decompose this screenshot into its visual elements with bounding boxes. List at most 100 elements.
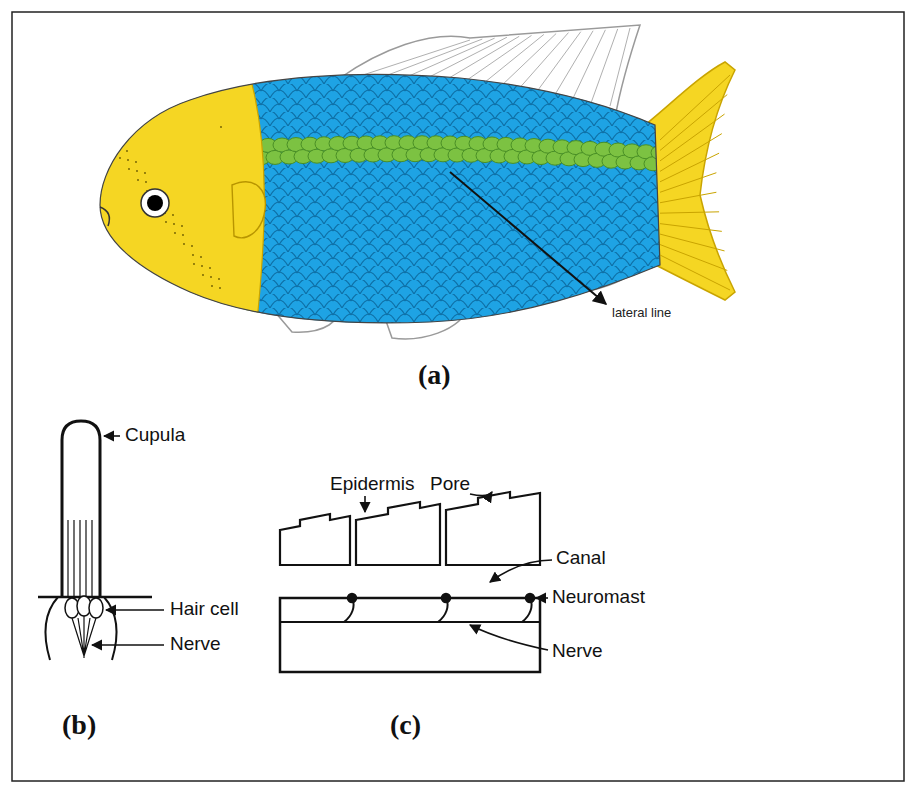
tail-rays	[660, 224, 722, 232]
frame	[12, 12, 904, 781]
leader-arrows	[364, 496, 366, 512]
head-dots	[110, 146, 112, 148]
head-dots	[145, 181, 147, 183]
leader-arrows	[470, 625, 548, 650]
head-dots	[191, 245, 193, 247]
tail-rays	[660, 75, 730, 290]
part-label: Cupula	[125, 425, 185, 446]
fin-rays	[360, 40, 470, 76]
part-label: lateral line	[612, 306, 671, 320]
canal-drawing	[280, 621, 540, 623]
neuromast-drawing	[79, 520, 80, 598]
head-dots	[220, 126, 222, 128]
head-dots	[119, 157, 121, 159]
tail-rays	[660, 192, 716, 202]
fish-body	[90, 60, 676, 340]
panel-label: (c)	[390, 710, 421, 741]
neuromast-drawing	[73, 520, 74, 598]
part-label: Nerve	[170, 634, 221, 655]
leader-arrows	[104, 435, 120, 437]
tail-rays	[660, 212, 719, 213]
tail-rays	[660, 173, 716, 193]
tail-rays	[660, 255, 730, 290]
canal-drawing	[344, 598, 532, 622]
canal-drawing	[356, 502, 440, 565]
part-label: Canal	[556, 548, 606, 569]
leader-arrows	[92, 436, 164, 645]
fin-rays	[379, 39, 482, 78]
head-dots	[202, 274, 204, 276]
lateral-line-scales	[651, 146, 669, 160]
leader-arrows	[106, 609, 164, 611]
tail-rays	[660, 95, 727, 151]
eye	[141, 189, 169, 217]
neuromast-drawing	[91, 520, 92, 598]
tail-rays	[660, 134, 722, 172]
head-dots	[165, 221, 167, 223]
lateral-line-scales	[231, 136, 676, 172]
head-dots	[135, 161, 137, 163]
canal-drawing	[280, 598, 540, 672]
head-dots	[137, 179, 139, 181]
head-dots	[107, 119, 109, 121]
lateral-line-scales	[644, 157, 662, 171]
head-dots	[173, 223, 175, 225]
tail-rays	[660, 245, 727, 271]
part-label: Nerve	[552, 641, 603, 662]
neuromast-drawing	[85, 520, 86, 598]
leader-arrows	[536, 597, 548, 599]
head-dots	[219, 287, 221, 289]
canal-drawing	[526, 594, 534, 602]
head-dots	[128, 168, 130, 170]
tail-rays	[660, 153, 719, 182]
head-dots	[201, 265, 203, 267]
fish-body	[90, 60, 670, 340]
leader-arrows	[365, 492, 552, 650]
body-outline	[100, 74, 660, 322]
part-label: Neuromast	[552, 587, 645, 608]
canal-drawing	[348, 594, 356, 602]
head-dots	[117, 139, 119, 141]
fin-rays	[610, 28, 630, 106]
head-dots	[109, 137, 111, 139]
fin-rays	[572, 30, 606, 102]
head-dots	[211, 285, 213, 287]
head-dots	[209, 267, 211, 269]
lateral-line-scales	[658, 158, 676, 172]
head-dots	[118, 148, 120, 150]
canal-drawing	[280, 514, 350, 565]
head-dots	[182, 234, 184, 236]
pectoral-fin	[232, 182, 265, 238]
mouth	[100, 207, 109, 226]
part-label: Hair cell	[170, 599, 239, 620]
head-dots	[192, 254, 194, 256]
head-dots	[183, 243, 185, 245]
head-dots	[200, 256, 202, 258]
neuromast-drawing	[68, 520, 92, 598]
neuromast-drawing	[38, 421, 152, 660]
neuromast-drawing	[72, 616, 96, 658]
neuromast-drawing	[67, 520, 68, 598]
head-dots	[210, 276, 212, 278]
head-dots	[127, 159, 129, 161]
canal-drawing	[446, 492, 540, 565]
part-label: Epidermis	[330, 474, 414, 495]
neuromast-drawing	[89, 598, 103, 618]
leader-arrows	[470, 492, 492, 496]
head-dots	[181, 225, 183, 227]
head-dots	[174, 232, 176, 234]
tail-rays	[660, 75, 730, 140]
leader-arrows	[92, 644, 164, 646]
panel-label: (a)	[418, 360, 451, 391]
leader-line	[450, 172, 606, 304]
head-dots	[172, 214, 174, 216]
head-dots	[108, 128, 110, 130]
neuromast-drawing	[46, 597, 117, 660]
canal-drawing	[442, 594, 450, 602]
panel-label: (b)	[62, 710, 96, 741]
part-label: Pore	[430, 474, 470, 495]
pupil	[147, 195, 163, 211]
canal-drawing	[280, 492, 540, 672]
